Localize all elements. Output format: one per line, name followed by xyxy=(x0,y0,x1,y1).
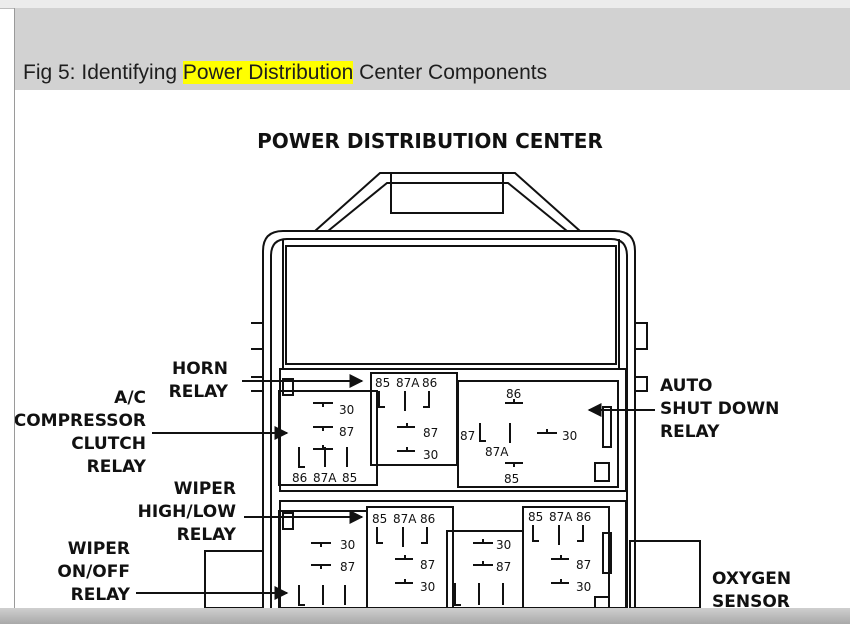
svg-text:COMPRESSOR: COMPRESSOR xyxy=(15,411,146,431)
svg-text:RELAY: RELAY xyxy=(660,422,720,442)
figure-caption-bar: Fig 5: Identifying Power Distribution Ce… xyxy=(15,8,850,90)
svg-text:85: 85 xyxy=(342,471,357,485)
svg-text:30: 30 xyxy=(339,403,354,417)
svg-text:30: 30 xyxy=(562,429,577,443)
svg-text:OXYGEN: OXYGEN xyxy=(712,569,791,589)
svg-text:SENSOR: SENSOR xyxy=(712,592,790,608)
svg-text:87: 87 xyxy=(423,426,438,440)
svg-text:A/C: A/C xyxy=(114,388,146,408)
svg-text:CLUTCH: CLUTCH xyxy=(71,434,146,454)
ac-compressor-clutch-relay-label: A/C COMPRESSOR CLUTCH RELAY xyxy=(15,388,147,477)
wiper-on-off-relay-label: WIPER ON/OFF RELAY xyxy=(57,539,130,605)
svg-text:RELAY: RELAY xyxy=(169,382,229,402)
relay-pin-labels: 85 87A 86 87 30 30 87 86 87A 85 86 87 30… xyxy=(292,376,591,594)
svg-text:87A: 87A xyxy=(549,510,573,524)
svg-text:87A: 87A xyxy=(313,471,337,485)
svg-text:87: 87 xyxy=(420,558,435,572)
svg-text:86: 86 xyxy=(420,512,435,526)
svg-text:RELAY: RELAY xyxy=(71,585,131,605)
svg-text:85: 85 xyxy=(504,472,519,486)
figure-caption: Fig 5: Identifying Power Distribution Ce… xyxy=(23,60,547,86)
diagram-title: POWER DISTRIBUTION CENTER xyxy=(257,129,603,153)
svg-text:WIPER: WIPER xyxy=(174,479,236,499)
svg-text:30: 30 xyxy=(496,538,511,552)
svg-text:86: 86 xyxy=(422,376,437,390)
power-distribution-diagram: POWER DISTRIBUTION CENTER HORN RELA xyxy=(15,129,791,608)
caption-highlight: Power Distribution xyxy=(182,61,354,84)
svg-text:85: 85 xyxy=(528,510,543,524)
svg-text:SHUT DOWN: SHUT DOWN xyxy=(660,399,779,419)
svg-text:87A: 87A xyxy=(393,512,417,526)
svg-text:WIPER: WIPER xyxy=(68,539,130,559)
svg-text:HIGH/LOW: HIGH/LOW xyxy=(138,502,237,522)
oxygen-sensor-label: OXYGEN SENSOR xyxy=(712,569,791,608)
callout-arrows xyxy=(136,374,655,600)
auto-shutdown-relay-label: AUTO SHUT DOWN RELAY xyxy=(660,376,779,442)
caption-suffix: Center Components xyxy=(353,61,548,84)
svg-text:AUTO: AUTO xyxy=(660,376,713,396)
svg-text:87: 87 xyxy=(340,560,355,574)
svg-text:30: 30 xyxy=(423,448,438,462)
svg-text:30: 30 xyxy=(340,538,355,552)
svg-text:87: 87 xyxy=(496,560,511,574)
svg-text:ON/OFF: ON/OFF xyxy=(57,562,130,582)
svg-text:87: 87 xyxy=(339,425,354,439)
svg-text:86: 86 xyxy=(292,471,307,485)
svg-text:87: 87 xyxy=(576,558,591,572)
caption-prefix: Fig 5: Identifying xyxy=(23,61,183,84)
horn-relay-label: HORN RELAY xyxy=(169,359,229,402)
housing-outline xyxy=(204,172,701,608)
svg-text:30: 30 xyxy=(420,580,435,594)
svg-text:86: 86 xyxy=(506,387,521,401)
svg-text:87A: 87A xyxy=(485,445,509,459)
svg-text:RELAY: RELAY xyxy=(177,525,237,545)
wiper-high-low-relay-label: WIPER HIGH/LOW RELAY xyxy=(138,479,237,545)
svg-text:86: 86 xyxy=(576,510,591,524)
svg-text:30: 30 xyxy=(576,580,591,594)
svg-text:87: 87 xyxy=(460,429,475,443)
svg-text:87A: 87A xyxy=(396,376,420,390)
relay-terminal-slots xyxy=(298,391,584,606)
svg-text:HORN: HORN xyxy=(172,359,228,379)
svg-text:85: 85 xyxy=(372,512,387,526)
svg-text:RELAY: RELAY xyxy=(87,457,147,477)
browser-bottom-edge xyxy=(0,608,850,624)
svg-text:85: 85 xyxy=(375,376,390,390)
